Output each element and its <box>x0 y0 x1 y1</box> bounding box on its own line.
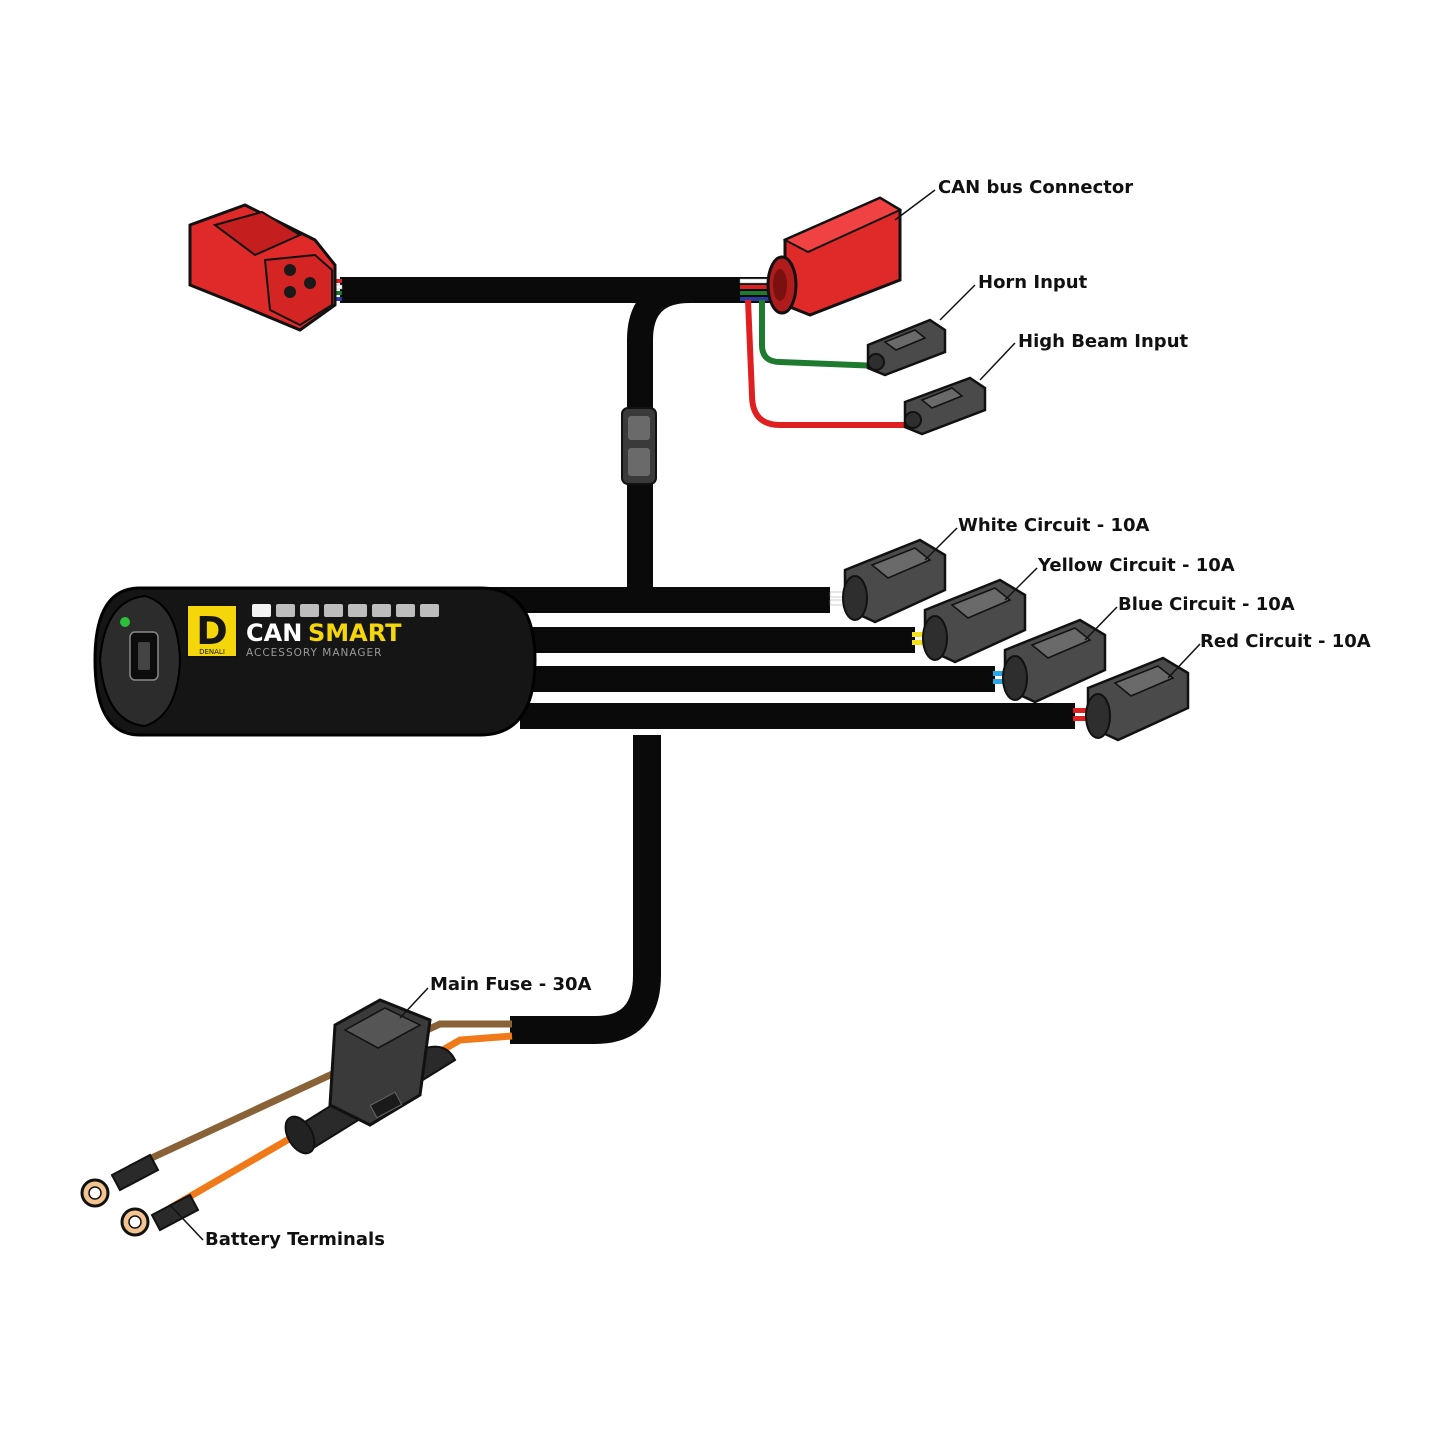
led-segment <box>252 604 271 617</box>
module-feed-cable <box>627 277 740 600</box>
horn-wire-green <box>759 300 881 369</box>
brand-subtitle: ACCESSORY MANAGER <box>246 647 382 659</box>
led-segment <box>372 604 391 617</box>
label-red-circuit: Red Circuit - 10A <box>1200 631 1371 652</box>
battery-terminal-orange <box>120 1193 200 1237</box>
cable-group <box>340 277 1075 1044</box>
logo-letter: D <box>196 609 228 653</box>
red-circuit-connector <box>1085 656 1190 742</box>
power-cable <box>510 735 661 1044</box>
logo-small-text: DENALI <box>199 648 225 656</box>
cansmart-module: D DENALI CAN SMART ACCESSORY MANAGER <box>93 586 537 737</box>
inline-connector <box>621 407 657 485</box>
can-bus-connector <box>766 196 903 317</box>
brand-smart: SMART <box>308 619 402 647</box>
white-circuit-connector <box>842 538 947 624</box>
led-segment <box>276 604 295 617</box>
leader-lines <box>169 189 1201 1241</box>
led-segment <box>396 604 415 617</box>
label-battery-terminals: Battery Terminals <box>205 1229 385 1250</box>
led-segment <box>420 604 439 617</box>
label-white-circuit: White Circuit - 10A <box>958 515 1149 536</box>
blue-circuit-connector <box>1002 618 1107 704</box>
label-can-bus-connector: CAN bus Connector <box>938 177 1133 198</box>
label-main-fuse: Main Fuse - 30A <box>430 974 591 995</box>
led-indicator-row <box>252 604 439 617</box>
high-beam-wire-red <box>745 299 915 428</box>
led-segment <box>348 604 367 617</box>
high-beam-input-connector <box>903 376 987 436</box>
led-segment <box>324 604 343 617</box>
battery-terminal-brown <box>80 1153 160 1208</box>
status-led <box>120 617 130 627</box>
label-horn-input: Horn Input <box>978 272 1088 293</box>
vehicle-connector-left <box>188 203 337 332</box>
fuse-holder <box>284 998 457 1155</box>
brand-can: CAN <box>246 619 302 647</box>
label-yellow-circuit: Yellow Circuit - 10A <box>1037 555 1235 576</box>
label-blue-circuit: Blue Circuit - 10A <box>1118 594 1295 615</box>
label-high-beam-input: High Beam Input <box>1018 331 1189 352</box>
led-segment <box>300 604 319 617</box>
denali-logo <box>186 604 238 658</box>
horn-input-connector <box>866 318 947 377</box>
yellow-circuit-connector <box>922 578 1027 664</box>
orange-wire <box>168 1032 513 1212</box>
brown-wire <box>128 1020 512 1172</box>
battery-wires <box>128 1020 513 1212</box>
